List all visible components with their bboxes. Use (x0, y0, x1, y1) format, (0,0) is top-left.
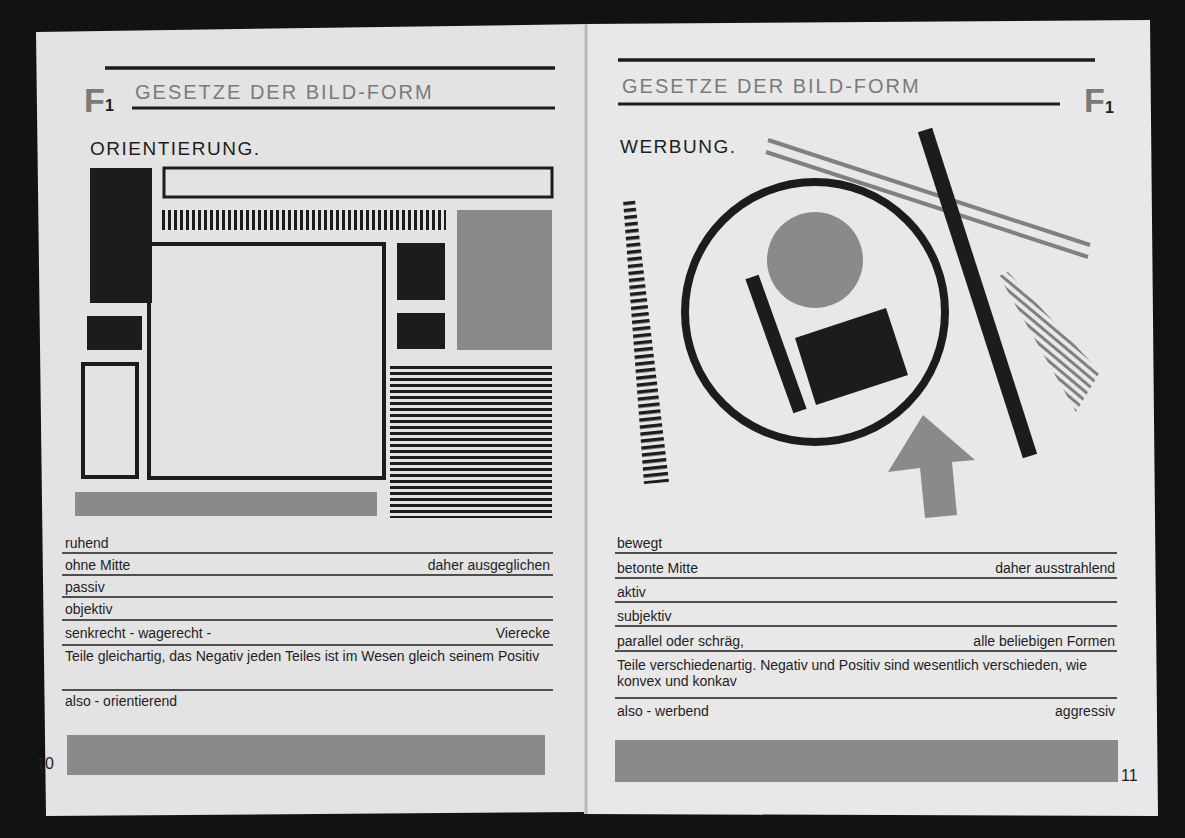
spine-fold (585, 24, 588, 814)
row-rule (62, 596, 553, 598)
table-cell: Vierecke (380, 625, 550, 642)
row-rule (62, 552, 553, 554)
running-title: GESETZE DER BILD-FORM (622, 74, 1062, 98)
row-rule (62, 574, 553, 576)
right-page (584, 20, 1158, 816)
grey-bar (75, 492, 377, 516)
row-rule (62, 689, 553, 691)
table-cell: objektiv (65, 601, 365, 618)
outline-bar (164, 168, 552, 197)
table-cell: parallel oder schräg, (617, 633, 917, 650)
table-cell: also - werbend (617, 703, 917, 720)
header-rule (618, 103, 1060, 106)
outline-block (83, 364, 137, 477)
table-cell: also - orientierend (65, 693, 365, 710)
hatched-bar (162, 210, 446, 230)
table-cell: senkrecht - wagerecht - (65, 625, 365, 642)
page-number: 11 (1121, 766, 1151, 785)
section-heading: WERBUNG. (620, 136, 820, 159)
footer-bar (615, 740, 1118, 782)
table-cell: daher ausgeglichen (330, 557, 550, 574)
section-heading: ORIENTIERUNG. (90, 138, 390, 161)
table-cell: aktiv (617, 584, 917, 601)
table-rules (62, 553, 553, 690)
row-rule (615, 552, 1117, 554)
advertising-composition (623, 130, 1100, 518)
outline-square (149, 244, 384, 478)
grey-block (457, 210, 552, 350)
black-block (90, 168, 152, 303)
running-title: GESETZE DER BILD-FORM (135, 80, 555, 104)
grey-disc (767, 212, 863, 308)
black-square (795, 308, 908, 405)
tapered-hatch (623, 200, 669, 484)
ring (685, 182, 945, 442)
header-rule (132, 107, 555, 110)
black-block (397, 313, 445, 349)
table-cell: daher ausstrahlend (880, 560, 1115, 577)
page-number: 10 (36, 754, 66, 773)
grey-arrow (888, 415, 975, 518)
row-rule (615, 601, 1117, 603)
row-rule (615, 625, 1117, 627)
black-block (397, 243, 445, 300)
black-block (87, 316, 142, 350)
section-number: 1 (105, 96, 125, 115)
hatched-block (390, 363, 552, 518)
table-cell: aggressiv (960, 703, 1115, 720)
header-rule (618, 58, 1095, 62)
table-cell: Teile gleichartig, das Negativ jeden Tei… (65, 648, 555, 664)
header-rule (105, 66, 555, 70)
row-rule (62, 644, 553, 646)
row-rule (615, 650, 1117, 652)
table-cell: betonte Mitte (617, 560, 867, 577)
footer-bar (67, 735, 545, 775)
row-rule (615, 697, 1117, 699)
table-cell: passiv (65, 579, 365, 596)
table-cell: ohne Mitte (65, 557, 315, 574)
left-page (36, 24, 588, 816)
table-cell: subjektiv (617, 608, 917, 625)
table-cell: ruhend (65, 535, 365, 552)
grey-tapered-hatch (999, 272, 1100, 412)
section-number: 1 (1105, 98, 1125, 117)
orientation-composition (75, 168, 552, 518)
table-cell: bewegt (617, 535, 917, 552)
table-rules (615, 553, 1117, 698)
row-rule (62, 619, 553, 621)
table-cell: alle beliebigen Formen (860, 633, 1115, 650)
black-bar (752, 277, 800, 411)
row-rule (615, 577, 1117, 579)
table-cell: Teile verschiedenartig. Negativ und Posi… (617, 657, 1117, 689)
